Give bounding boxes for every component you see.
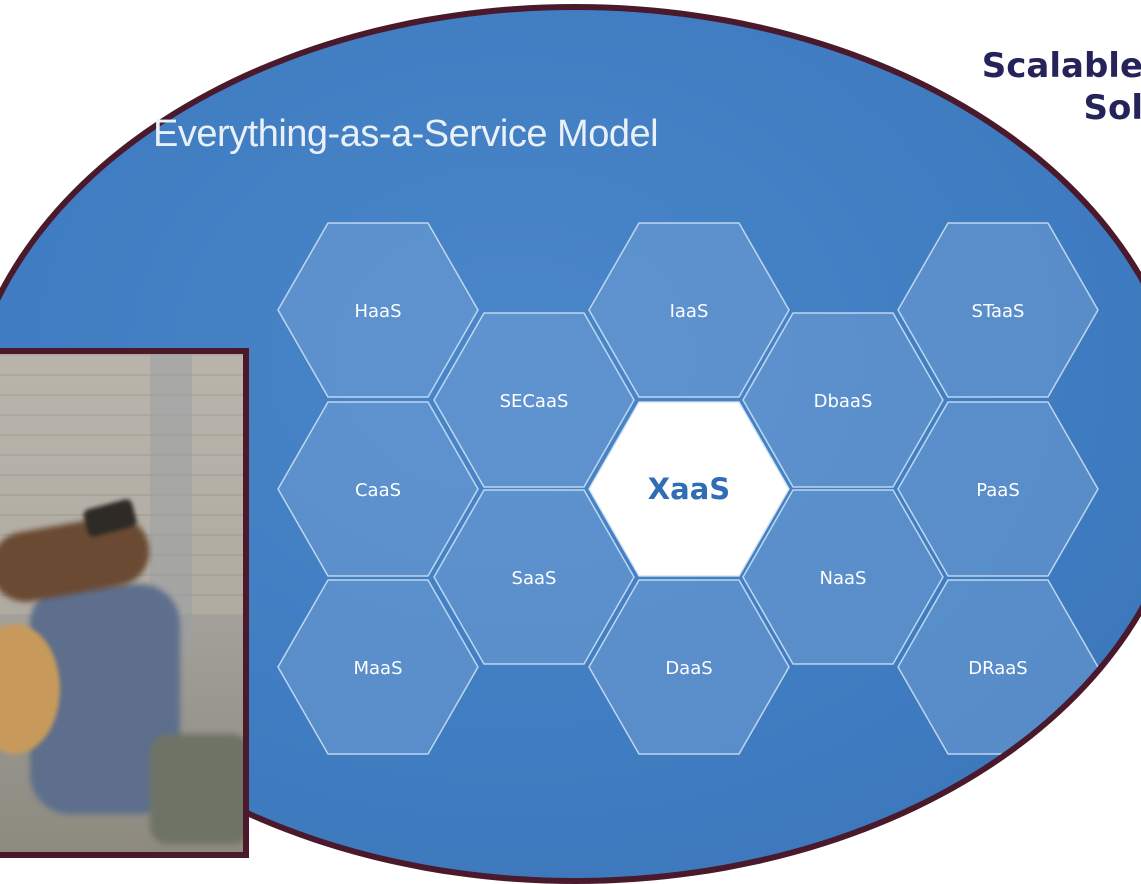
hexagon-label-daas: DaaS <box>665 658 712 679</box>
honeycomb-diagram: HaaS IaaS STaaS SECaaS DbaaS CaaS PaaS SaaS NaaS… <box>277 222 1099 755</box>
hexagon-label-maas: MaaS <box>353 658 402 679</box>
hexagon-daas <box>588 579 790 755</box>
hexagon-label-dbaas: DbaaS <box>814 391 873 412</box>
tagline-line-1: Scalable <box>981 46 1141 86</box>
hexagon-secaas <box>433 312 635 488</box>
hexagon-label-paas: PaaS <box>976 480 1020 501</box>
photo-bag <box>150 734 243 844</box>
hexagon-label-naas: NaaS <box>820 568 867 589</box>
hexagon-staas <box>897 222 1099 398</box>
slide-canvas: Everything-as-a-Service Model Scalable S… <box>0 4 1141 884</box>
person-photo <box>0 348 249 858</box>
hexagon-saas <box>433 489 635 665</box>
diagram-title: Everything-as-a-Service Model <box>153 113 659 155</box>
hexagon-label-haas: HaaS <box>354 301 401 322</box>
tagline-line-2: Sol <box>1083 88 1141 128</box>
hexagon-maas <box>277 579 479 755</box>
hexagon-center-label: XaaS <box>648 472 730 506</box>
hexagon-center-xaas <box>588 401 790 577</box>
hexagon-dbaas <box>742 312 944 488</box>
hexagon-haas <box>277 222 479 398</box>
hexagon-label-secaas: SECaaS <box>500 391 569 412</box>
hexagon-iaas <box>588 222 790 398</box>
hexagon-caas <box>277 401 479 577</box>
hexagon-label-saas: SaaS <box>512 568 557 589</box>
hexagon-label-staas: STaaS <box>972 301 1025 322</box>
tagline-text: Scalable Sol <box>982 45 1141 129</box>
hexagon-label-iaas: IaaS <box>670 301 709 322</box>
hexagon-label-draas: DRaaS <box>968 658 1027 679</box>
hexagon-naas <box>742 489 944 665</box>
hexagon-paas <box>897 401 1099 577</box>
hexagon-label-caas: CaaS <box>355 480 401 501</box>
